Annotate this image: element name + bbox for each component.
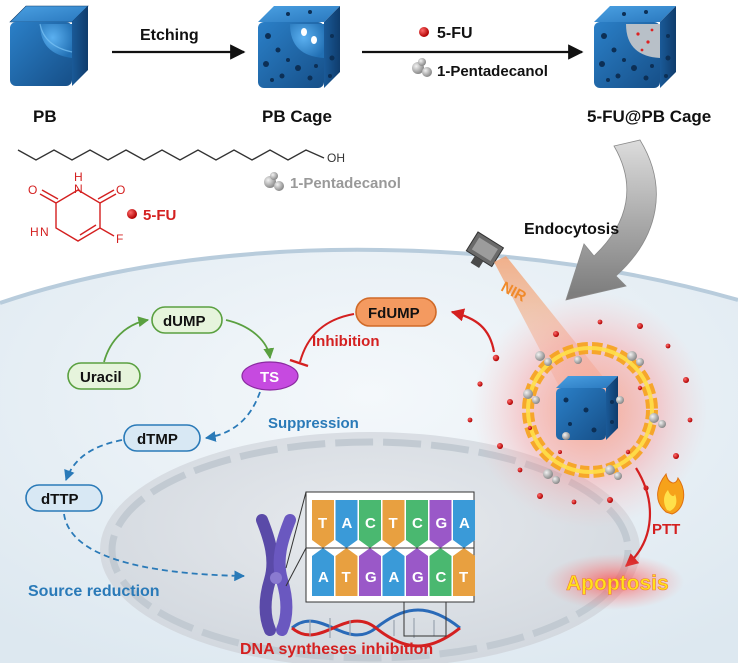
alcohol-molecule-icon xyxy=(412,58,432,77)
base-tile-top xyxy=(453,500,475,548)
base-letter-bottom: A xyxy=(389,569,400,586)
pb-cage xyxy=(258,6,340,88)
cell-membrane xyxy=(0,247,738,305)
base-letter-top: A xyxy=(459,515,470,532)
dtmp-to-dttp-arrow xyxy=(64,439,123,482)
laser-device-icon xyxy=(465,231,505,269)
pentadecanol-legend-icon xyxy=(264,172,284,191)
base-tile-bottom xyxy=(359,548,381,596)
dna-helix xyxy=(291,608,461,648)
base-letter-top: C xyxy=(412,515,423,532)
endocytosis-label: Endocytosis xyxy=(524,221,619,238)
fu-legend-icon xyxy=(127,209,137,219)
nuclear-envelope xyxy=(108,438,632,662)
chromosome-icon xyxy=(256,514,296,636)
base-tile-top xyxy=(335,500,358,548)
dtmp-label: dTMP xyxy=(137,431,178,448)
pb-label: PB xyxy=(33,107,57,126)
fdump-release-arrow xyxy=(450,308,496,353)
base-letter-bottom: G xyxy=(412,569,424,586)
dump-pill xyxy=(151,306,223,334)
pb-cube xyxy=(9,5,89,86)
base-tile-bottom xyxy=(453,548,475,596)
uracil-to-dump-arrow xyxy=(103,316,150,363)
uracil-pill xyxy=(67,362,141,390)
loaded-pb-cage xyxy=(594,6,676,88)
base-letter-bottom: A xyxy=(318,569,329,586)
dump-to-ts-arrow xyxy=(225,319,275,360)
zoom-line-top xyxy=(285,491,307,569)
ptt-label: PTT xyxy=(652,521,680,538)
atom-o-right: O xyxy=(116,183,125,197)
fire-ring-inner xyxy=(526,346,654,474)
ts-enzyme xyxy=(241,361,299,391)
atom-n-bottom: N xyxy=(40,225,49,239)
base-letter-bottom: C xyxy=(436,569,447,586)
fluorouracil-structure xyxy=(39,189,117,242)
base-letter-top: T xyxy=(318,515,327,532)
atom-h-top: H xyxy=(74,170,83,184)
inhibition-line xyxy=(299,313,355,363)
base-tile-top xyxy=(382,500,405,548)
oh-label: OH xyxy=(327,151,345,165)
fluorouracil-atoms: H N O O H N F xyxy=(28,170,125,246)
dtmp-pill xyxy=(123,424,201,452)
dttp-pill xyxy=(25,484,103,512)
atom-f: F xyxy=(116,232,123,246)
pentadecanol-legend-label: 1-Pentadecanol xyxy=(290,175,401,192)
ts-label: TS xyxy=(260,369,279,386)
base-tile-top xyxy=(429,500,452,548)
base-tile-bottom xyxy=(312,548,334,596)
loaded-cage-label: 5-FU@PB Cage xyxy=(587,107,711,126)
flame-icon xyxy=(657,472,685,515)
base-letter-bottom: T xyxy=(342,569,351,586)
dna-inhibition-caption: DNA syntheses inhibition xyxy=(240,641,433,658)
drug-dot-icon xyxy=(419,27,429,37)
atom-n-top: N xyxy=(74,182,83,196)
base-letter-top: A xyxy=(342,515,353,532)
atom-o-left: O xyxy=(28,183,37,197)
fu-legend-label: 5-FU xyxy=(143,207,176,224)
drug-label: 5-FU xyxy=(437,25,473,42)
base-tile-bottom xyxy=(429,548,452,596)
atom-h-bottom: H xyxy=(30,225,39,239)
degrading-cage xyxy=(556,376,618,440)
alcohol-label: 1-Pentadecanol xyxy=(437,63,548,80)
base-tile-top xyxy=(406,500,428,548)
base-tile-bottom xyxy=(406,548,428,596)
dttp-to-dna-arrow xyxy=(63,513,246,582)
fdump-label: FdUMP xyxy=(368,305,420,322)
flame-core xyxy=(664,490,677,511)
apoptosis-label: Apoptosis xyxy=(566,572,669,595)
base-letter-top: G xyxy=(436,515,448,532)
base-letter-bottom: G xyxy=(365,569,377,586)
base-tile-top xyxy=(359,500,381,548)
suppression-label: Suppression xyxy=(268,415,359,432)
uracil-label: Uracil xyxy=(80,369,122,386)
apoptosis-glow xyxy=(544,554,684,610)
base-tile-bottom xyxy=(382,548,405,596)
base-tile-top xyxy=(312,500,334,548)
dttp-label: dTTP xyxy=(41,491,79,508)
pb-cage-label: PB Cage xyxy=(262,107,332,126)
base-letter-top: T xyxy=(389,515,398,532)
base-letter-bottom: T xyxy=(459,569,468,586)
fdump-pill xyxy=(355,297,437,327)
pentadecanol-structure xyxy=(17,149,325,161)
inhibition-label: Inhibition xyxy=(312,333,379,350)
dna-zoom-box xyxy=(403,601,447,637)
zoom-line-bottom xyxy=(285,547,307,587)
etching-label: Etching xyxy=(140,27,199,44)
dump-label: dUMP xyxy=(163,313,206,330)
released-pentadecanol-particles xyxy=(523,351,666,484)
base-tile-bottom xyxy=(335,548,358,596)
base-letter-top: C xyxy=(365,515,376,532)
source-reduction-label: Source reduction xyxy=(28,583,160,600)
inhibition-bar xyxy=(289,358,309,368)
